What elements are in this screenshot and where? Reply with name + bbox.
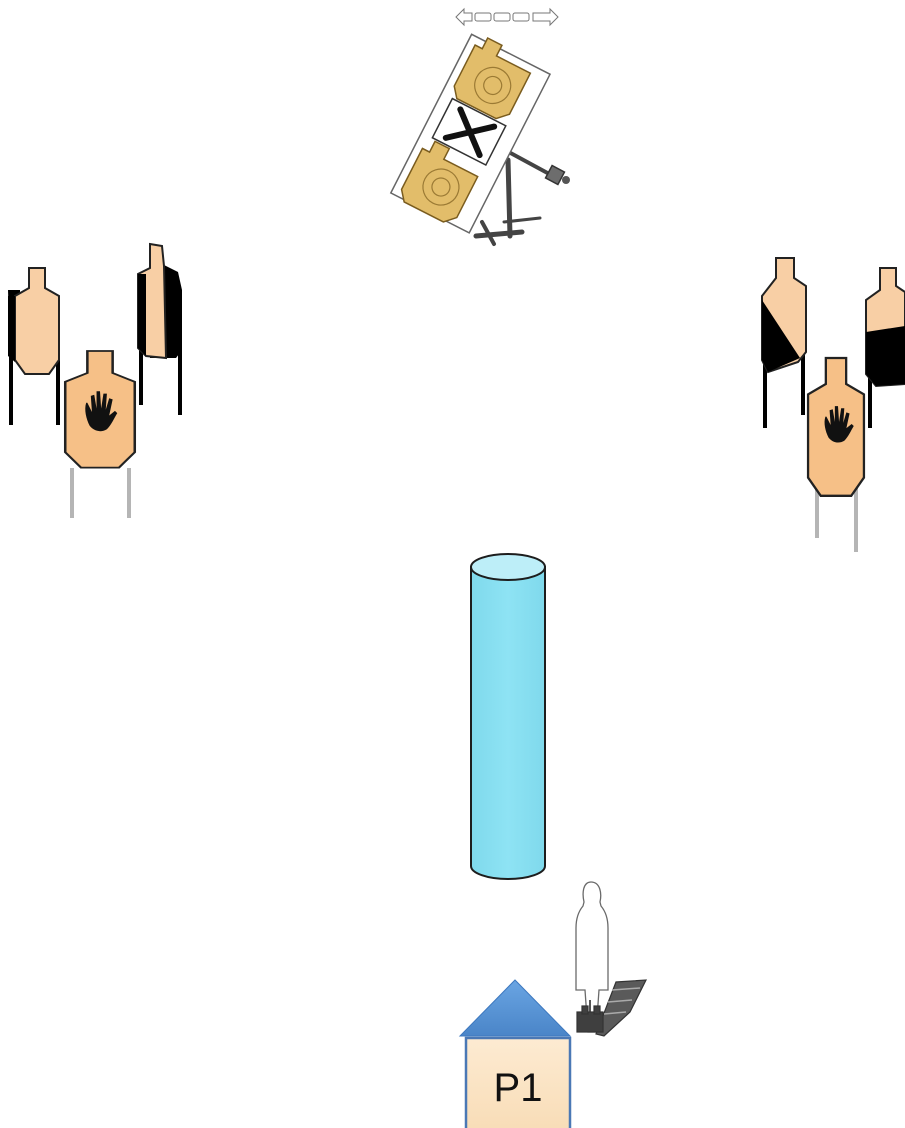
- swinger-no-shoot-center: [431, 97, 507, 167]
- swinger-stand: [473, 148, 555, 246]
- right-no-shoot-target: [806, 356, 866, 552]
- right-target-array: [761, 257, 905, 552]
- swinger-counterweight: [544, 164, 566, 186]
- right-target-back-left: [761, 257, 807, 428]
- swinger-target-assembly: [389, 7, 570, 246]
- left-target-array: [8, 242, 182, 518]
- swinger-shoot-target-upper: [453, 36, 532, 120]
- left-target-back-left: [8, 267, 60, 425]
- popper-base-plate: [576, 979, 648, 1037]
- right-target-back-right: [865, 267, 905, 428]
- left-target-back-right: [137, 242, 182, 415]
- popper-activator: [575, 881, 648, 1037]
- barrel-obstacle: [470, 553, 546, 880]
- start-position-box: [464, 1036, 572, 1128]
- left-no-shoot-target: [63, 349, 137, 518]
- swing-arrow-icon: [455, 7, 559, 27]
- start-position-label: P1: [494, 1066, 543, 1110]
- start-position-roof: [458, 979, 572, 1037]
- swinger-shoot-target-lower: [400, 140, 479, 223]
- start-position-marker: P1: [458, 979, 572, 1128]
